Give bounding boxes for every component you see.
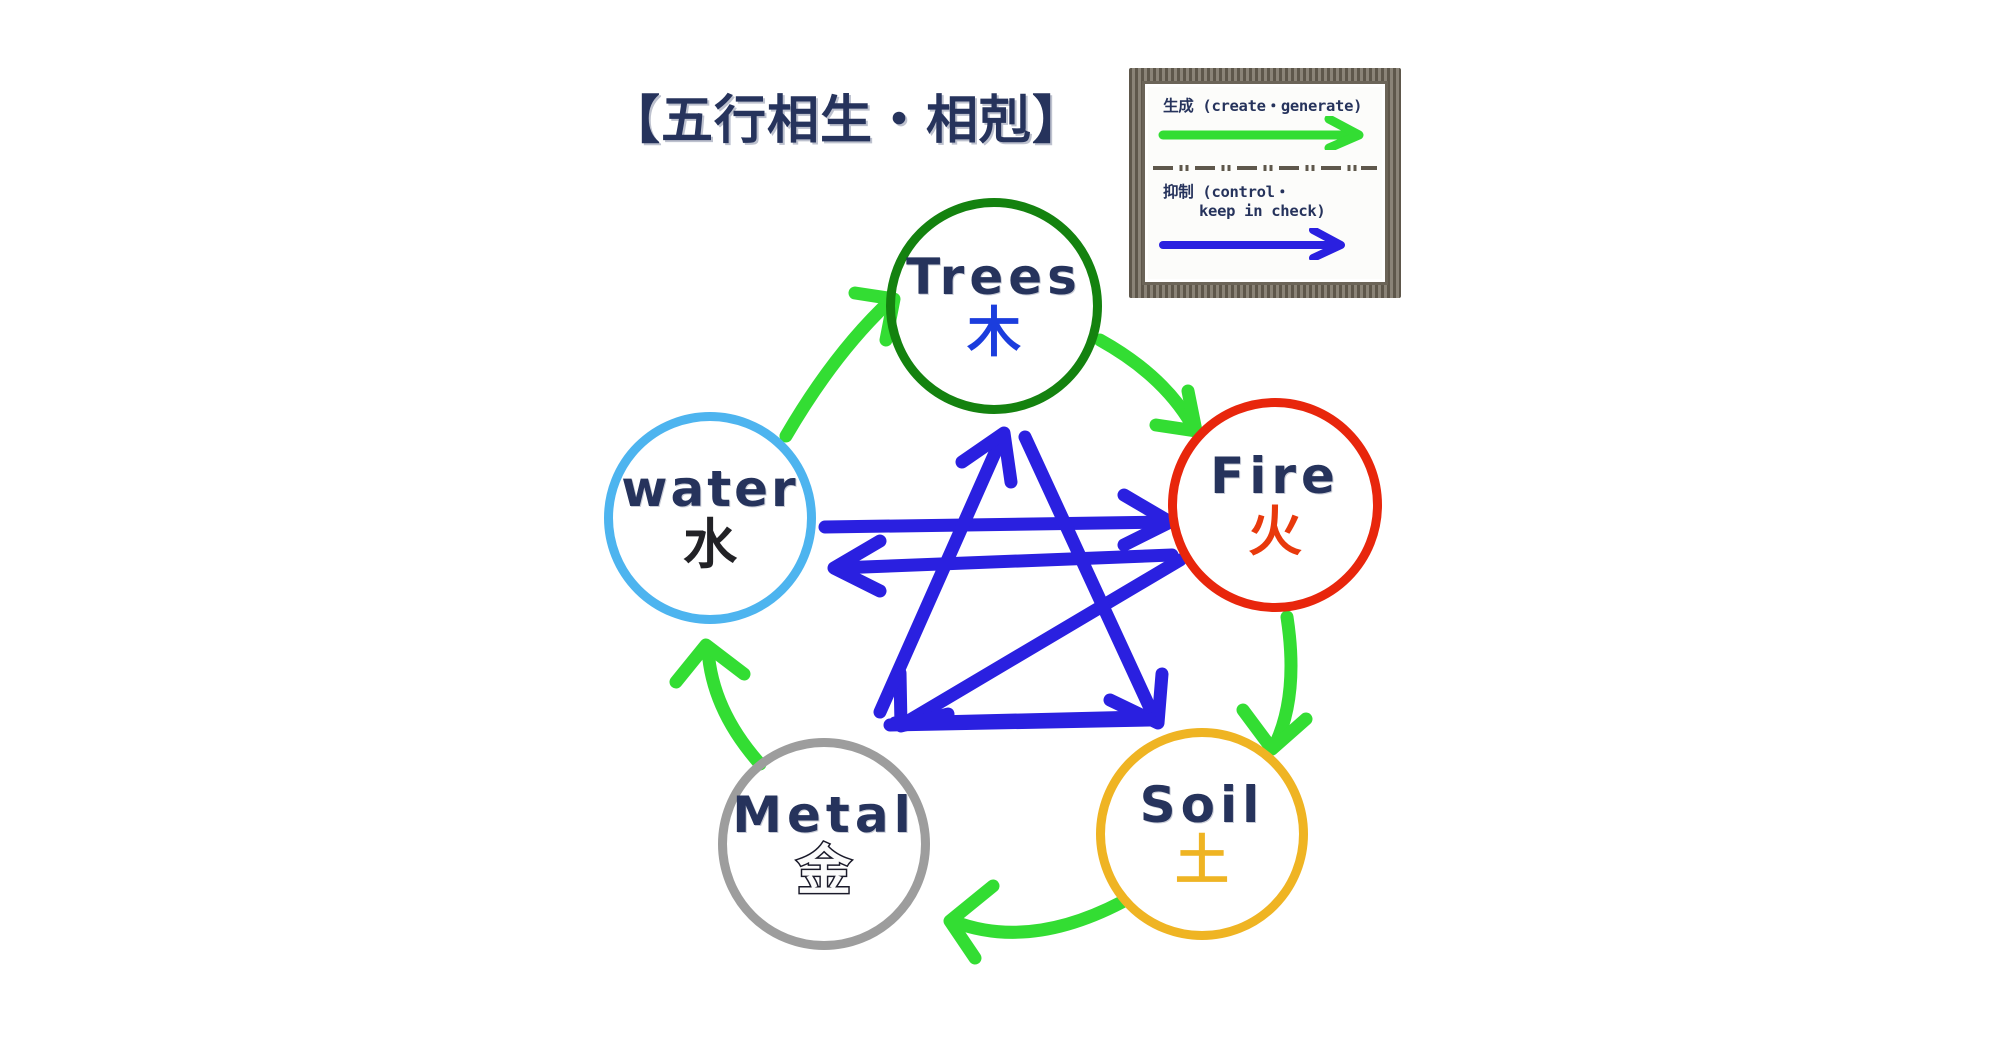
legend-box: 生成 (create・generate) (1129, 68, 1401, 298)
node-metal[interactable]: Metal 金 (718, 738, 930, 950)
node-soil-label-en: Soil (1139, 776, 1265, 834)
legend-control-label-line2: keep in check) (1199, 202, 1326, 220)
arrow-soil-to-water (827, 534, 1179, 598)
legend-generate-label: 生成 (create・generate) (1163, 97, 1363, 115)
arrow-water-to-trees (779, 286, 901, 443)
arrow-trees-to-soil (1018, 430, 1169, 730)
legend-control-label-line1: 抑制 (control・ (1163, 183, 1290, 201)
legend-generate-arrow-icon (1158, 116, 1364, 150)
node-fire-label-en: Fire (1210, 447, 1340, 505)
arrow-fire-to-soil (1236, 610, 1313, 756)
arrow-soil-to-metal (943, 879, 1129, 965)
legend-content: 生成 (create・generate) (1151, 88, 1379, 278)
node-water-label-en: water (621, 460, 799, 518)
node-soil-label-kanji: 土 (1175, 829, 1229, 892)
node-trees-label-en: Trees (906, 248, 1082, 306)
node-trees[interactable]: Trees 木 (886, 198, 1102, 414)
node-fire[interactable]: Fire 火 (1168, 398, 1382, 612)
legend-divider (1153, 165, 1377, 171)
control-arrows (818, 426, 1187, 733)
arrow-trees-to-fire (1093, 333, 1203, 438)
node-metal-label-en: Metal (732, 786, 916, 844)
node-trees-label-kanji: 木 (967, 301, 1021, 364)
legend-control-arrow-icon (1159, 228, 1345, 260)
pentagram-chord-soil-metal-low (888, 710, 1150, 730)
arrow-metal-to-water (669, 638, 767, 771)
node-water[interactable]: water 水 (604, 412, 816, 624)
node-soil[interactable]: Soil 土 (1096, 728, 1308, 940)
arrow-metal-to-trees (873, 426, 1018, 719)
node-fire-label-kanji: 火 (1248, 500, 1302, 563)
node-water-label-kanji: 水 (683, 513, 737, 576)
node-metal-label-kanji: 金 (796, 839, 853, 902)
page-title: 【五行相生・相剋】 (608, 91, 1086, 151)
